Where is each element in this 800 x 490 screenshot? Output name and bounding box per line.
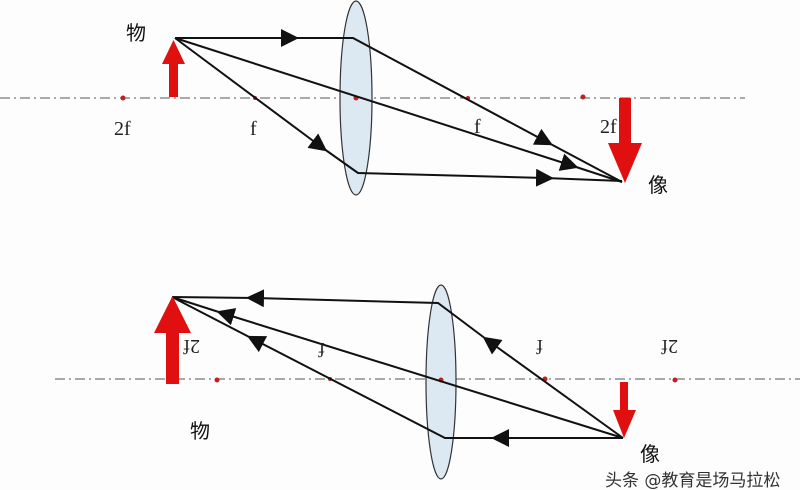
axis-label-2f-left: 2f bbox=[114, 118, 131, 140]
image-arrow bbox=[608, 98, 642, 183]
object-arrow bbox=[154, 296, 191, 384]
watermark: 头条 @教育是场马拉松 bbox=[605, 471, 780, 490]
light-rays bbox=[174, 29, 623, 187]
top-diagram: 物 像 2f f f 2f bbox=[0, 0, 745, 197]
axis-label-2f-left-flipped: 2f bbox=[183, 335, 200, 357]
image-label: 像 bbox=[640, 442, 660, 466]
image-arrow bbox=[613, 382, 636, 438]
axis-label-f-right: f bbox=[474, 116, 481, 138]
object-label: 物 bbox=[190, 419, 210, 443]
object-arrow bbox=[162, 40, 185, 97]
axis-label-2f-right: 2f bbox=[600, 116, 617, 138]
axis-label-f-left: f bbox=[250, 118, 257, 140]
object-label: 物 bbox=[126, 21, 146, 45]
focal-dots bbox=[214, 376, 678, 383]
image-label: 像 bbox=[648, 173, 668, 197]
light-rays bbox=[171, 289, 624, 447]
axis-label-f-left-flipped: f bbox=[318, 338, 325, 360]
axis-label-f-right-flipped: f bbox=[536, 335, 543, 357]
bottom-diagram: 物 像 2f f f 2f bbox=[55, 284, 800, 480]
axis-label-2f-right-flipped: 2f bbox=[661, 335, 678, 357]
